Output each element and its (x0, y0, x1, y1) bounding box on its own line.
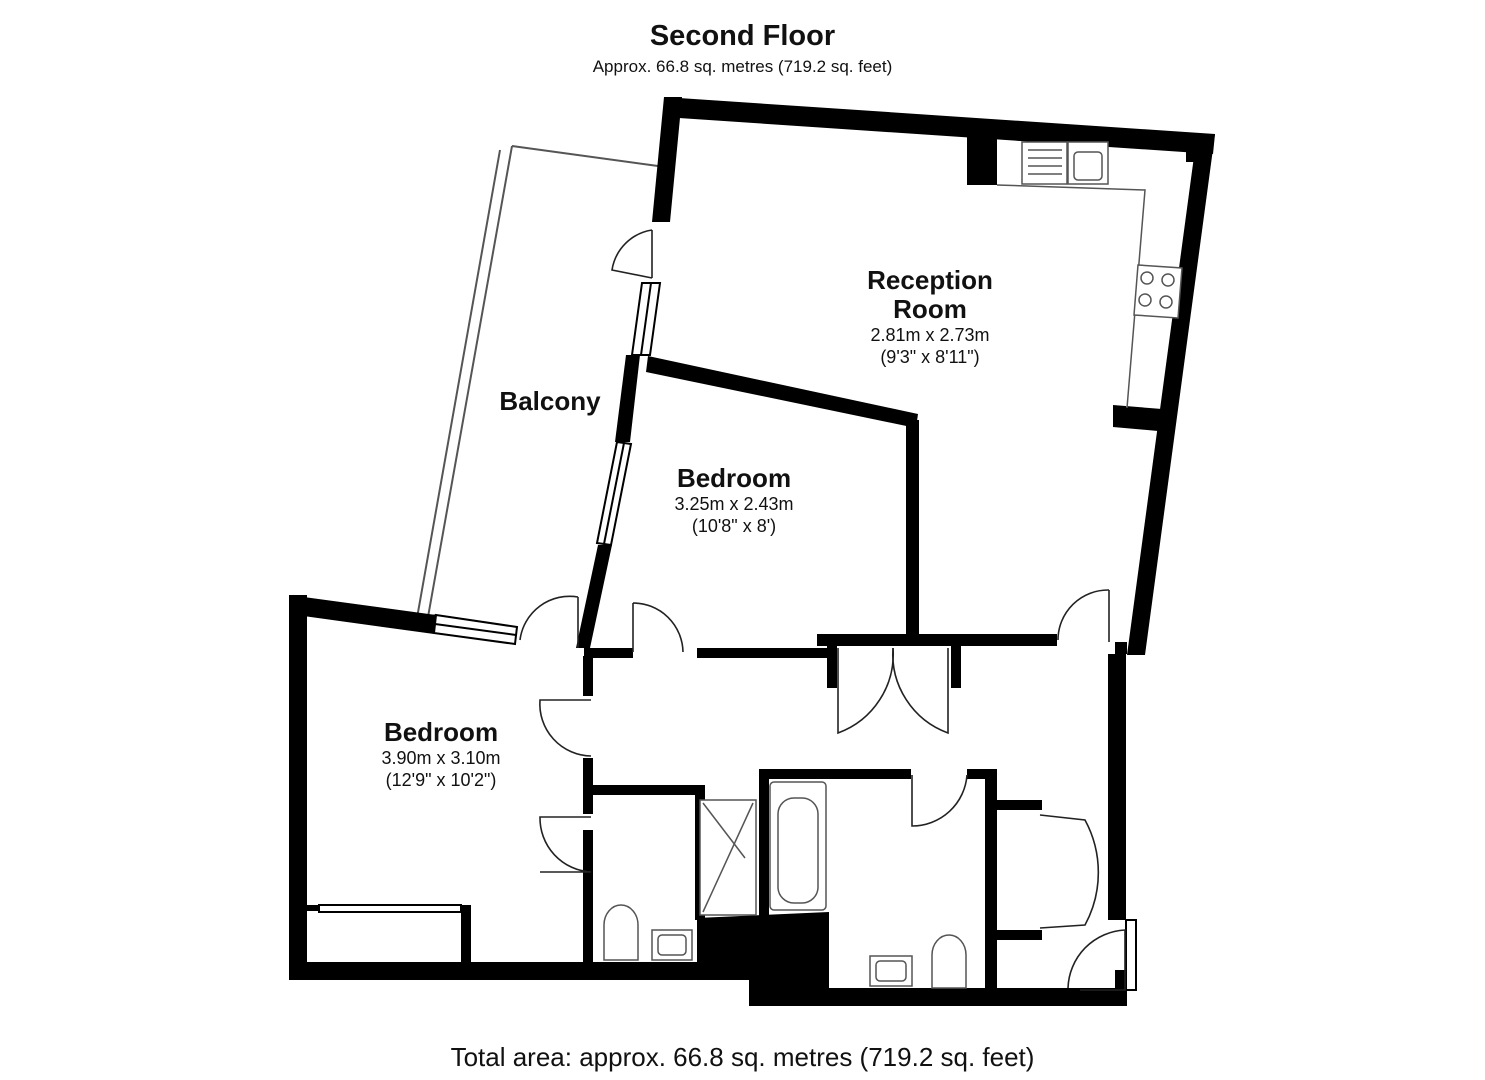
windows (318, 282, 1137, 991)
total-area: Total area: approx. 66.8 sq. metres (719… (450, 1042, 1035, 1072)
bedroom-2-name: Bedroom (383, 717, 499, 747)
kitchen-fixtures (996, 141, 1183, 409)
bathroom-fixtures (603, 781, 967, 989)
bedroom-2-metric: 3.90m x 3.10m (381, 748, 501, 768)
bedroom-2-label: Bedroom 3.90m x 3.10m (12'9" x 10'2") (341, 718, 541, 791)
bedroom-2-imperial: (12'9" x 10'2") (385, 770, 497, 790)
balcony-outline (416, 145, 659, 619)
bedroom-1-label: Bedroom 3.25m x 2.43m (10'8" x 8') (634, 464, 834, 537)
bedroom-1-imperial: (10'8" x 8') (691, 516, 777, 536)
reception-room-imperial: (9'3" x 8'11") (880, 347, 980, 367)
floor-title: Second Floor (649, 20, 836, 52)
reception-room-name-line1: Reception (867, 265, 993, 295)
walls (289, 97, 1215, 1006)
bedroom-1-name: Bedroom (676, 463, 792, 493)
bedroom-1-metric: 3.25m x 2.43m (674, 494, 794, 514)
reception-room-label: Reception Room 2.81m x 2.73m (9'3" x 8'1… (830, 266, 1030, 368)
reception-room-metric: 2.81m x 2.73m (870, 325, 990, 345)
doors (519, 229, 1126, 991)
balcony-label: Balcony (470, 387, 630, 416)
floor-area-subtitle: Approx. 66.8 sq. metres (719.2 sq. feet) (592, 57, 893, 76)
reception-room-name-line2: Room (893, 294, 967, 324)
balcony-name: Balcony (499, 386, 601, 416)
